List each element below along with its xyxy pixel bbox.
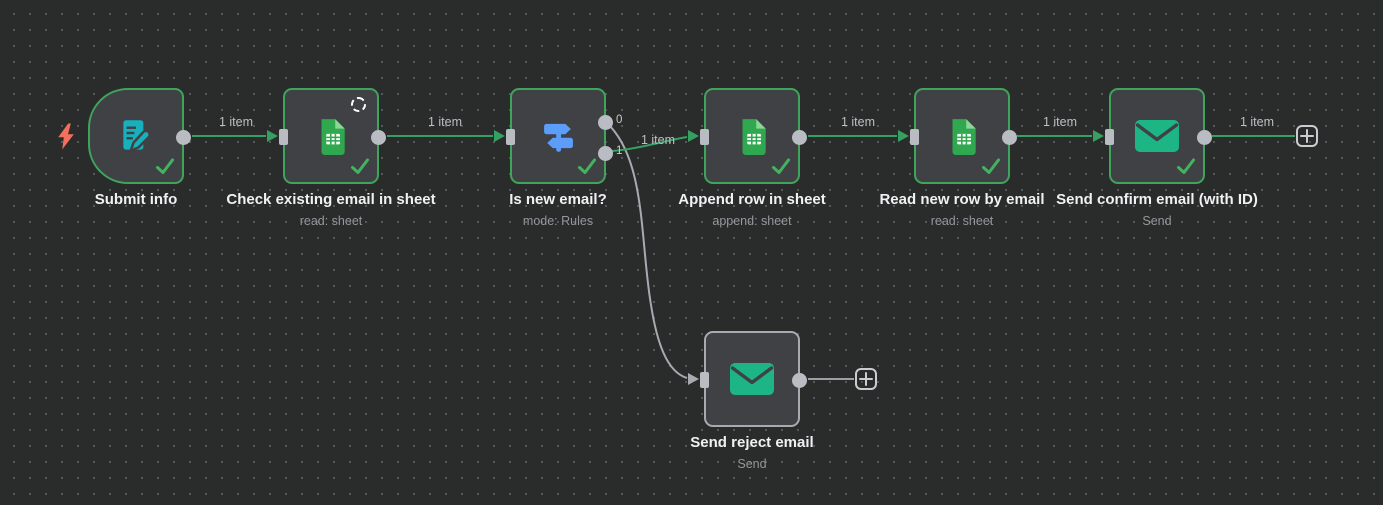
output-connector-1[interactable] [598,146,613,161]
output-connector[interactable] [1002,130,1017,145]
node-title: Is new email? [509,191,607,208]
output-connector[interactable] [792,373,807,388]
output-connector[interactable] [371,130,386,145]
success-check-icon [772,158,790,174]
node-title: Submit info [94,191,178,208]
form-pencil-icon [123,120,151,152]
connection-switch0-to-reject[interactable] [606,122,688,379]
connection-items-label: 1 item [640,133,676,147]
switch-output-1-label: 1 [616,145,623,157]
output-connector[interactable] [792,130,807,145]
arrowhead-icon [494,130,505,142]
node-subtitle: Send [1142,214,1172,228]
plus-icon [859,372,873,386]
lightning-bolt-icon [58,123,74,150]
node-label-submit-info: Submit info [26,190,246,210]
node-title: Send reject email [690,434,814,451]
success-check-icon [1177,158,1195,174]
google-sheets-icon [321,119,345,155]
input-connector[interactable] [279,129,288,145]
arrowhead-icon [1093,130,1104,142]
connection-items-label: 1 item [840,115,876,129]
node-label-read-new-row: Read new row by email read: sheet [852,190,1072,229]
node-check-existing-email[interactable] [279,88,386,184]
signpost-icon [544,123,573,152]
add-node-button[interactable] [1296,125,1318,147]
node-label-send-reject: Send reject email Send [642,433,862,472]
envelope-icon [1135,120,1179,152]
node-subtitle: append: sheet [712,214,792,228]
node-subtitle: read: sheet [930,214,994,228]
node-subtitle: Send [737,457,767,471]
output-connector-0[interactable] [598,115,613,130]
input-connector[interactable] [700,372,709,388]
google-sheets-icon [742,119,766,155]
node-label-append-row: Append row in sheet append: sheet [642,190,862,229]
arrowhead-icon [688,130,699,142]
node-subtitle: mode: Rules [522,214,594,228]
connection-items-label: 1 item [1239,115,1275,129]
add-node-button[interactable] [855,368,877,390]
node-read-new-row[interactable] [910,88,1017,184]
output-connector[interactable] [1197,130,1212,145]
node-send-reject-email[interactable] [700,331,807,427]
node-title: Send confirm email (with ID) [1056,191,1258,208]
plus-icon [1300,129,1314,143]
sync-icon [351,97,366,112]
success-check-icon [982,158,1000,174]
arrowhead-icon [898,130,909,142]
node-label-send-confirm: Send confirm email (with ID) Send [1047,190,1267,229]
node-label-is-new-email: Is new email? mode: Rules [448,190,668,229]
node-is-new-email[interactable] [506,88,613,184]
output-connector[interactable] [176,130,191,145]
input-connector[interactable] [910,129,919,145]
node-title: Check existing email in sheet [226,191,436,208]
node-subtitle: read: sheet [299,214,363,228]
success-check-icon [578,158,596,174]
input-connector[interactable] [700,129,709,145]
node-title: Read new row by email [879,191,1045,208]
success-check-icon [351,158,369,174]
success-check-icon [156,158,174,174]
arrowhead-icon [267,130,278,142]
node-submit-info[interactable] [88,88,191,184]
node-append-row[interactable] [700,88,807,184]
google-sheets-icon [952,119,976,155]
connection-items-label: 1 item [427,115,463,129]
arrowhead-icon [688,373,699,385]
node-title: Append row in sheet [678,191,826,208]
node-send-confirm-email[interactable] [1105,88,1212,184]
switch-output-0-label: 0 [616,114,623,126]
input-connector[interactable] [1105,129,1114,145]
node-label-check-existing: Check existing email in sheet read: shee… [221,190,441,229]
envelope-icon [730,363,774,395]
input-connector[interactable] [506,129,515,145]
connection-items-label: 1 item [1042,115,1078,129]
connection-items-label: 1 item [218,115,254,129]
